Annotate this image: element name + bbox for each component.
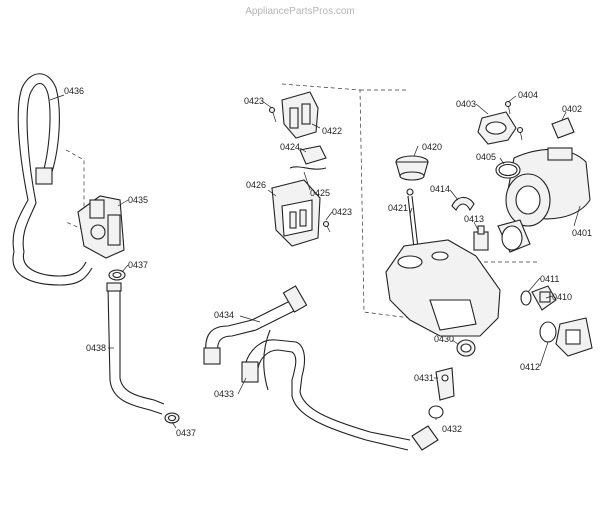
label-0411[interactable]: 0411 <box>540 274 559 284</box>
screws-0404 <box>504 100 524 141</box>
check-valve-0430 <box>456 339 476 357</box>
holder-0426 <box>271 179 321 247</box>
label-0432[interactable]: 0432 <box>442 424 462 434</box>
label-0412[interactable]: 0412 <box>520 362 540 372</box>
cable-0424 <box>289 145 327 170</box>
cover-0403 <box>477 111 517 145</box>
sump-outline-left <box>281 83 411 319</box>
label-0403[interactable]: 0403 <box>456 99 476 109</box>
inlet-hose <box>106 282 165 415</box>
part-labels: 0436 0435 0437 0438 0437 0423 0422 0424 … <box>64 86 592 438</box>
ring-0432 <box>411 405 444 451</box>
label-0423-upper[interactable]: 0423 <box>244 96 264 106</box>
assembly-outline <box>65 149 85 231</box>
aquastop-valve <box>77 195 125 259</box>
label-0426[interactable]: 0426 <box>246 180 266 190</box>
label-0423-lower[interactable]: 0423 <box>332 207 352 217</box>
label-0421[interactable]: 0421 <box>388 203 408 213</box>
label-0425[interactable]: 0425 <box>310 188 330 198</box>
screw-0423-upper <box>268 106 277 123</box>
bracket-0422 <box>281 91 319 139</box>
label-0413[interactable]: 0413 <box>464 214 484 224</box>
sensor-0413 <box>473 225 489 251</box>
hose-clamp <box>35 167 53 185</box>
gasket-0412-ring <box>539 321 557 343</box>
label-0402[interactable]: 0402 <box>562 104 582 114</box>
hose-clamp-lower <box>164 412 180 424</box>
label-0404[interactable]: 0404 <box>518 90 538 100</box>
label-0405[interactable]: 0405 <box>476 152 496 162</box>
label-0431[interactable]: 0431 <box>414 373 434 383</box>
label-0422[interactable]: 0422 <box>322 126 342 136</box>
o-ring-0411 <box>520 290 532 306</box>
sump-housing <box>385 239 501 337</box>
drain-hose-0434 <box>203 285 308 365</box>
rod-0421 <box>406 188 419 249</box>
label-0438[interactable]: 0438 <box>86 343 106 353</box>
label-0437-lower[interactable]: 0437 <box>176 428 196 438</box>
circulation-pump-0401 <box>497 147 591 253</box>
label-0401[interactable]: 0401 <box>572 228 592 238</box>
drain-hose-0433 <box>241 329 411 451</box>
label-0436[interactable]: 0436 <box>64 86 84 96</box>
clip-0431 <box>435 367 455 401</box>
label-0414[interactable]: 0414 <box>430 184 450 194</box>
pump-cover-0420 <box>395 155 429 181</box>
label-0420[interactable]: 0420 <box>422 142 442 152</box>
drain-pump-0412 <box>555 317 593 357</box>
label-0434[interactable]: 0434 <box>214 310 234 320</box>
label-0410[interactable]: 0410 <box>552 292 572 302</box>
clip-0414 <box>451 196 475 212</box>
label-0433[interactable]: 0433 <box>214 389 234 399</box>
drain-hose-loop <box>12 73 93 286</box>
label-0437-upper[interactable]: 0437 <box>128 260 148 270</box>
label-0424[interactable]: 0424 <box>280 142 300 152</box>
screw-0423-lower <box>322 220 331 233</box>
watermark: AppliancePartsPros.com <box>245 6 355 17</box>
leader-lines <box>49 94 581 429</box>
connector-0410 <box>531 285 557 311</box>
clamp-0402 <box>551 117 575 139</box>
label-0430[interactable]: 0430 <box>434 334 454 344</box>
label-0435[interactable]: 0435 <box>128 195 148 205</box>
seal-ring-0405 <box>495 161 521 179</box>
hose-clamp-upper <box>108 269 126 281</box>
